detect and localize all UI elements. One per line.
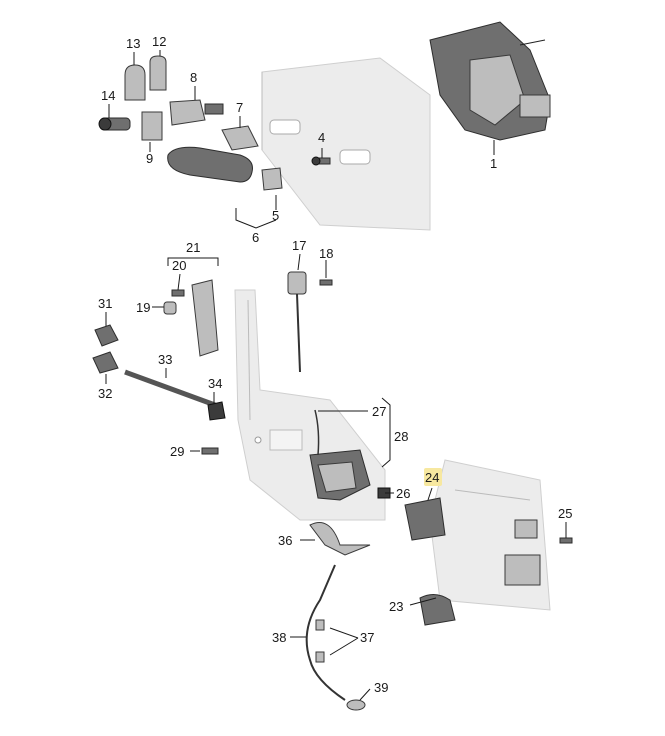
callout-1: 1 xyxy=(490,156,497,171)
callout-37: 37 xyxy=(360,630,374,645)
callout-7: 7 xyxy=(236,100,243,115)
callout-20: 20 xyxy=(172,258,186,273)
callout-23: 23 xyxy=(389,599,403,614)
callout-38: 38 xyxy=(272,630,286,645)
lock-mechanism-top xyxy=(429,21,551,141)
door-outer-panel-top xyxy=(261,57,431,231)
callout-4: 4 xyxy=(318,130,325,145)
callout-8: 8 xyxy=(190,70,197,85)
callout-33: 33 xyxy=(158,352,172,367)
callout-14: 14 xyxy=(101,88,115,103)
callout-34: 34 xyxy=(208,376,222,391)
callout-32: 32 xyxy=(98,386,112,401)
callout-24: 24 xyxy=(425,470,439,485)
callout-26: 26 xyxy=(396,486,410,501)
leader-lines xyxy=(105,50,567,701)
callout-12: 12 xyxy=(152,34,166,49)
callout-25: 25 xyxy=(558,506,572,521)
callout-labels: 1 4 5 6 7 8 9 12 13 14 17 18 19 20 21 23… xyxy=(98,34,572,695)
callout-6: 6 xyxy=(252,230,259,245)
callout-5: 5 xyxy=(272,208,279,223)
highlight-24 xyxy=(424,468,442,486)
handle-parts xyxy=(98,55,331,191)
callout-31: 31 xyxy=(98,296,112,311)
callout-13: 13 xyxy=(126,36,140,51)
callout-39: 39 xyxy=(374,680,388,695)
callout-27: 27 xyxy=(372,404,386,419)
callout-19: 19 xyxy=(136,300,150,315)
callout-29: 29 xyxy=(170,444,184,459)
mid-parts xyxy=(92,271,573,711)
callout-9: 9 xyxy=(146,151,153,166)
callout-21: 21 xyxy=(186,240,200,255)
callout-18: 18 xyxy=(319,246,333,261)
callout-36: 36 xyxy=(278,533,292,548)
callout-17: 17 xyxy=(292,238,306,253)
callout-28: 28 xyxy=(394,429,408,444)
door-panel-right xyxy=(429,459,551,611)
